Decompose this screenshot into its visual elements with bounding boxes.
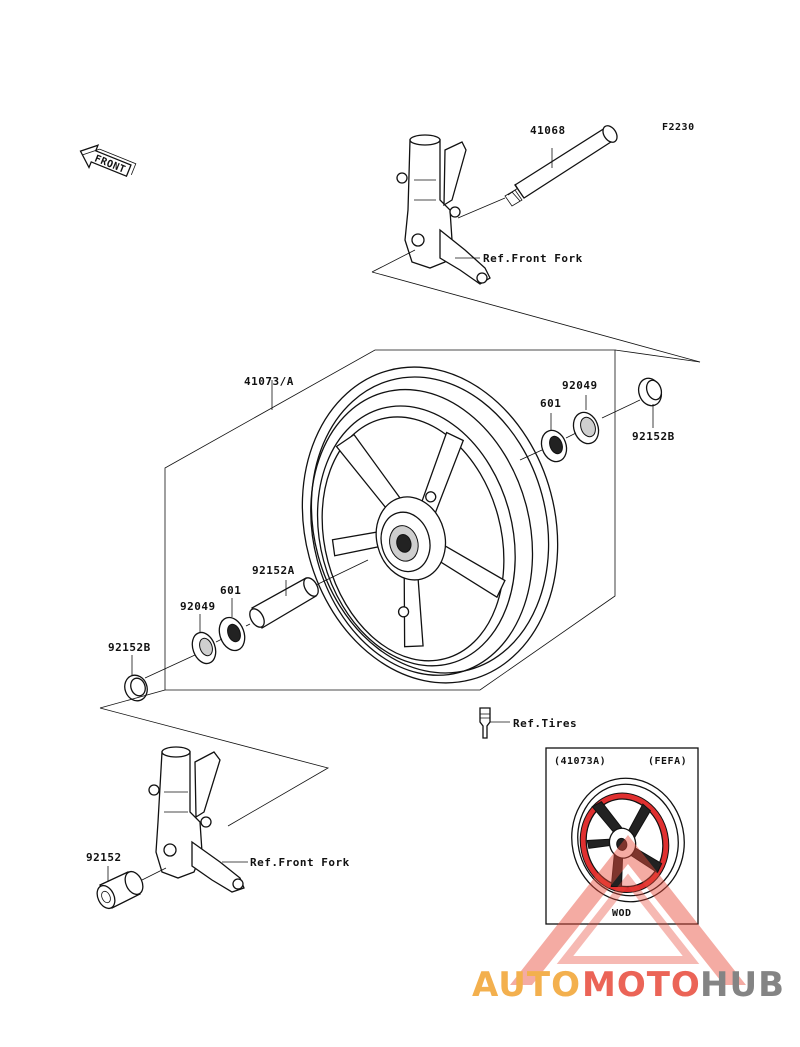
- label-ref-front-fork-lower: Ref.Front Fork: [250, 856, 350, 869]
- seal-right-92049: [572, 411, 600, 445]
- valve-icon: [479, 707, 491, 739]
- collar-92152: [96, 870, 144, 910]
- spacer-92152A: [249, 577, 319, 629]
- label-collar-bottom: 92152: [86, 851, 122, 864]
- bearing-right-601: [540, 429, 568, 463]
- watermark-hub: HUB: [700, 965, 785, 1005]
- axle-41068: [457, 125, 618, 219]
- inset-color-code: (FEFA): [648, 756, 687, 767]
- inset-part-label: (41073A): [554, 756, 606, 767]
- collar-right-92152B: [637, 377, 663, 407]
- front-wheel: [301, 366, 559, 684]
- label-bearing-left: 601: [220, 584, 241, 597]
- collar-left-92152B: [124, 674, 148, 702]
- figure-code: F2230: [662, 122, 695, 133]
- label-collar-right: 92152B: [632, 430, 675, 443]
- front-arrow-icon: FRONT: [79, 144, 137, 178]
- label-ref-tires: Ref.Tires: [513, 717, 577, 730]
- label-spacer: 92152A: [252, 564, 295, 577]
- watermark-logo: AUTO MOTO HUB: [472, 835, 785, 1005]
- bearing-left-601: [218, 616, 246, 652]
- color-variant-inset: (41073A) (FEFA) WOD: [545, 747, 699, 925]
- watermark-auto: AUTO: [472, 965, 581, 1005]
- label-wheel: 41073/A: [244, 375, 294, 388]
- label-seal-left: 92049: [180, 600, 216, 613]
- lower-fork-leg: [148, 746, 245, 893]
- label-seal-right: 92049: [562, 379, 598, 392]
- label-collar-left: 92152B: [108, 641, 151, 654]
- seal-left-92049: [191, 631, 217, 665]
- watermark-moto: MOTO: [582, 965, 701, 1005]
- upper-fork-leg: [396, 134, 491, 285]
- label-ref-front-fork-upper: Ref.Front Fork: [483, 252, 583, 265]
- label-bearing-right: 601: [540, 397, 561, 410]
- label-axle: 41068: [530, 124, 566, 137]
- inset-badge: WOD: [612, 908, 632, 919]
